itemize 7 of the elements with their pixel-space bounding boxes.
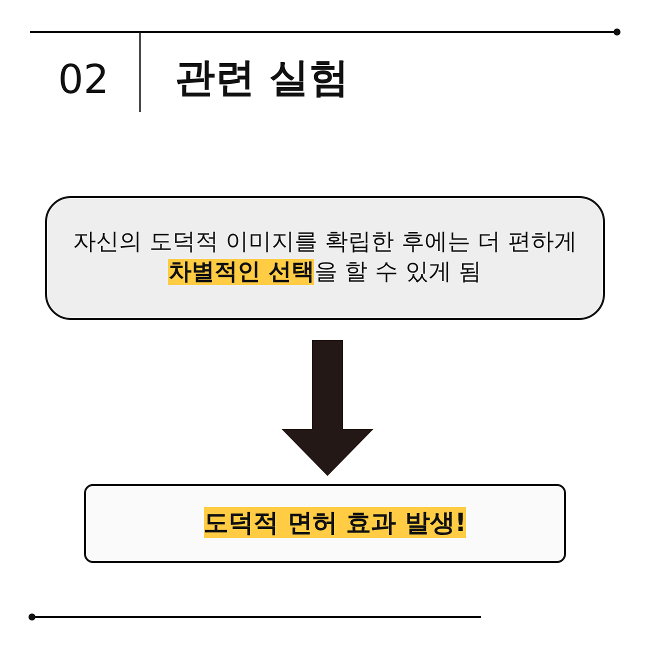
node-text: 자신의 도덕적 이미지를 확립한 후에는 더 편하게 차별적인 선택을 할 수 있게 됨 <box>72 228 578 287</box>
node-text: 도덕적 면허 효과 발생! <box>204 507 466 540</box>
block-arrow <box>282 340 374 476</box>
section-title: 관련 실험 <box>175 56 349 100</box>
result-box <box>84 484 566 563</box>
section-number: 02 <box>58 58 109 102</box>
statement-box <box>45 196 605 320</box>
